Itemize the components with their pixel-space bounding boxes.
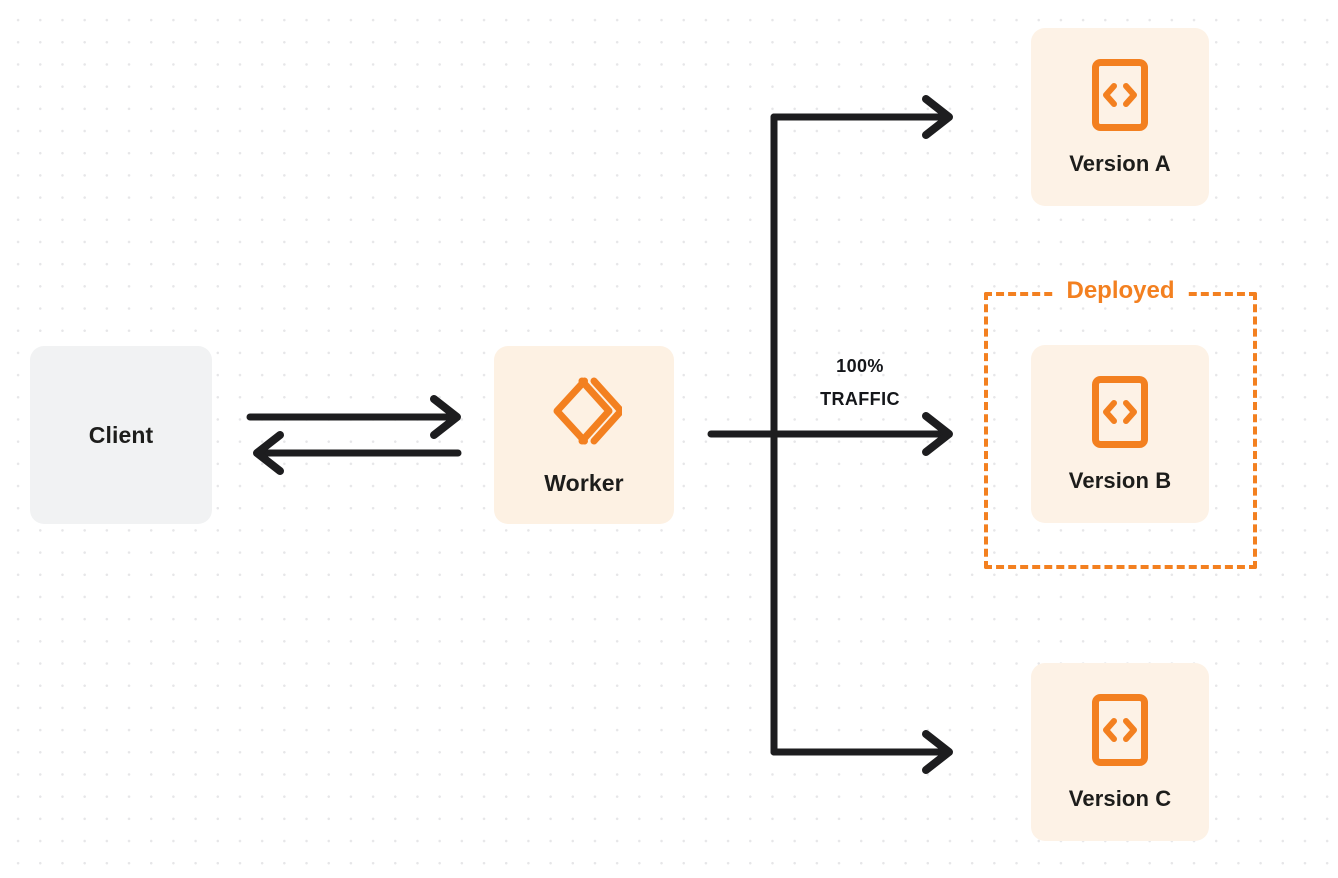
traffic-caption: TRAFFIC — [820, 389, 900, 410]
node-version-b-label: Version B — [1068, 467, 1172, 493]
connector-worker-to-version-a — [770, 95, 953, 139]
node-version-b[interactable]: Version B — [1031, 345, 1209, 523]
node-version-a-label: Version A — [1069, 150, 1171, 176]
node-worker-label: Worker — [544, 470, 624, 496]
node-client-label: Client — [88, 421, 154, 448]
node-version-c[interactable]: Version C — [1031, 663, 1209, 841]
node-version-c-label: Version C — [1068, 785, 1172, 811]
traffic-percent: 100% — [836, 356, 884, 376]
deployed-group-boundary: Deployed — [984, 279, 1257, 569]
deployed-group-label: Deployed — [1055, 279, 1186, 303]
connector-client-to-worker — [246, 395, 461, 439]
traffic-label: 100% TRAFFIC — [782, 350, 938, 417]
node-worker[interactable]: Worker — [494, 346, 674, 524]
code-file-icon — [1091, 58, 1149, 137]
code-file-icon — [1091, 375, 1149, 454]
node-client[interactable]: Client — [30, 346, 212, 524]
cloudflare-workers-logo-icon — [546, 373, 625, 454]
connector-worker-to-client — [253, 431, 462, 475]
connector-worker-to-version-b — [707, 412, 953, 456]
code-file-icon — [1091, 693, 1149, 772]
node-version-a[interactable]: Version A — [1031, 28, 1209, 206]
connector-worker-to-version-c — [770, 730, 953, 774]
